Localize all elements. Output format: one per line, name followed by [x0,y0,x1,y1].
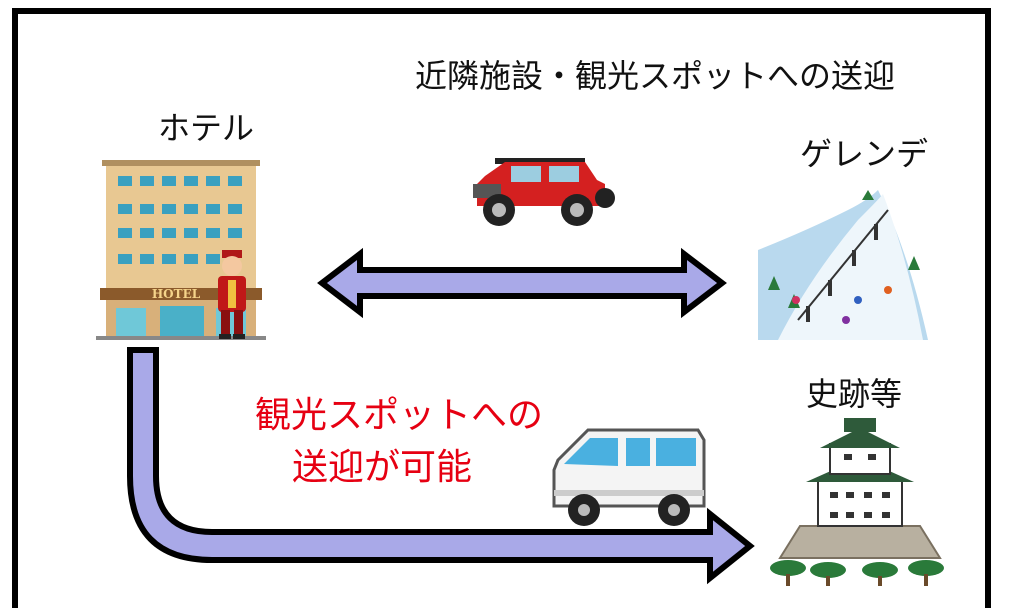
bellhop-icon [218,250,246,339]
note-line-1: 観光スポットへの [255,395,544,436]
diagram-frame [12,8,991,608]
hotel-sign: HOTEL [152,287,201,301]
jeep-icon [473,158,615,226]
note-line-2: 送迎が可能 [292,447,473,488]
round-trip-arrow [317,247,727,319]
ski-slope-icon [758,190,928,340]
van-icon [552,428,706,526]
castle-icon [770,418,944,586]
hotel-label: ホテル [158,109,255,147]
transfer-arrow [127,347,755,585]
historic-site-label: 史跡等 [806,375,903,413]
diagram-title: 近隣施設・観光スポットへの送迎 [415,57,896,95]
ski-slope-label: ゲレンデ [800,135,929,173]
